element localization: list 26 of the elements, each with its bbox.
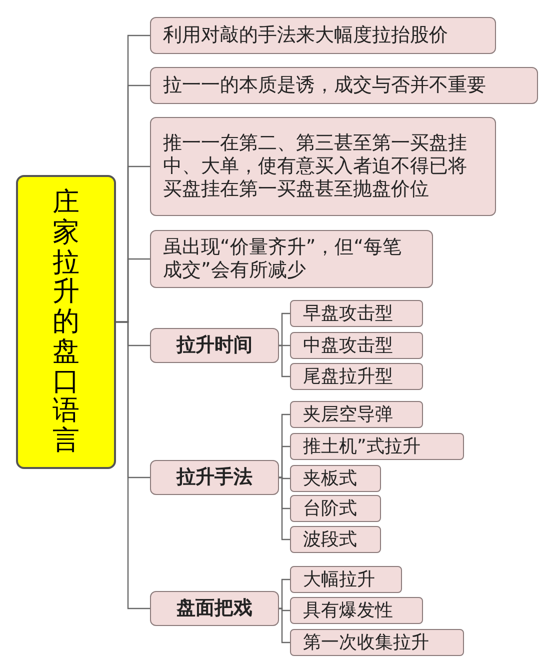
- connector-line: [279, 312, 290, 346]
- branch-box: 拉升手法: [150, 460, 279, 495]
- subtopic-box: 夹层空导弹: [290, 401, 423, 428]
- connector-line: [279, 608, 290, 644]
- branch-box: 盘面把戏: [150, 591, 279, 626]
- subtopic-box: 具有爆发性: [290, 597, 423, 624]
- connector-line: [279, 344, 290, 378]
- subtopic-box: 台阶式: [290, 495, 381, 522]
- connector-line: [279, 578, 290, 610]
- topic-box: 虽出现“价量齐升”，但“每笔成交”会有所减少: [150, 230, 433, 288]
- subtopic-box: 早盘攻击型: [290, 300, 423, 327]
- subtopic-box: 波段式: [290, 526, 381, 553]
- branch-box: 拉升时间: [150, 328, 279, 363]
- topic-box: 拉一一的本质是诱，成交与否并不重要: [150, 67, 538, 104]
- subtopic-box: 夹板式: [290, 465, 381, 492]
- subtopic-box: 推土机”式拉升: [290, 433, 464, 460]
- connector-line: [279, 476, 290, 540]
- central-topic-box: 庄家拉升的盘口语言: [16, 175, 116, 469]
- subtopic-box: 大幅拉升: [290, 566, 402, 593]
- topic-box: 推一一在第二、第三甚至第一买盘挂中、大单，使有意买入者迫不得已将买盘挂在第一买盘甚至抛盘价位: [150, 117, 496, 216]
- subtopic-box: 中盘攻击型: [290, 332, 423, 359]
- connector-line: [116, 321, 150, 610]
- topic-box: 利用对敲的手法来大幅度拉抬股价: [150, 17, 496, 54]
- connector-line: [279, 446, 290, 478]
- subtopic-box: 第一次收集拉升: [290, 629, 464, 656]
- subtopic-box: 尾盘拉升型: [290, 363, 423, 390]
